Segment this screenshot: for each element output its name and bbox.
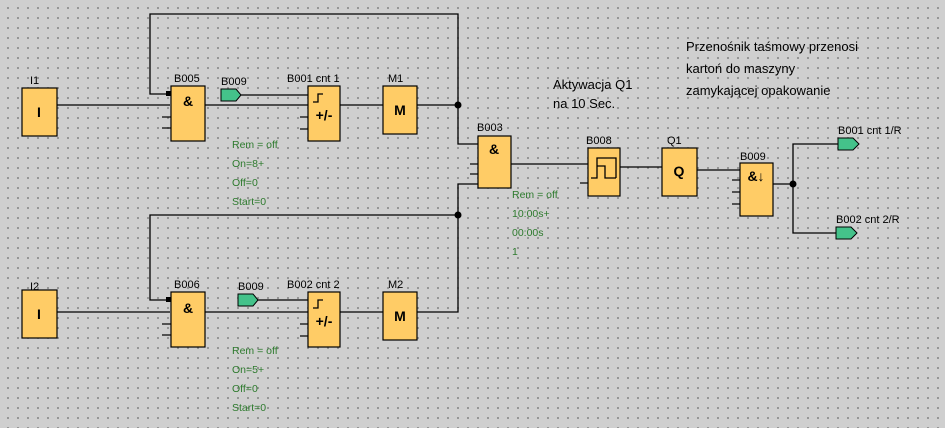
block-label: B002 cnt 2 (287, 279, 340, 291)
block-symbol: & (489, 141, 499, 157)
block-label: B003 (477, 122, 503, 134)
timer-pulse-icon (591, 157, 617, 179)
junction-dot (454, 101, 462, 109)
note-line: Przenośnik taśmowy przenosi (686, 39, 858, 54)
param-off: Off=0 (232, 177, 258, 189)
note-activation: Aktywacja Q1 na 10 Sec. (553, 77, 632, 111)
param-start: Start=0 (232, 196, 266, 208)
pulse-icon (313, 299, 323, 309)
block-q1[interactable]: Q1 Q (661, 135, 698, 197)
block-symbol: +/- (316, 313, 333, 329)
connector-label: B002 cnt 2/R (836, 214, 900, 226)
junction-dot (789, 180, 797, 188)
block-symbol: M (394, 102, 406, 118)
block-label: M1 (388, 73, 403, 85)
connector-label: B009 (238, 281, 264, 293)
junction-dot (166, 297, 171, 302)
junction-dot (166, 91, 171, 96)
params-b001: Rem = off On=8+ Off=0 Start=0 (232, 139, 278, 208)
param-rem: Rem = off (512, 189, 558, 201)
block-label: B005 (174, 73, 200, 85)
note-line: Aktywacja Q1 (553, 77, 632, 92)
param-on: On=5+ (232, 364, 264, 376)
block-symbol: I (37, 104, 41, 120)
block-symbol: & (183, 300, 193, 316)
block-i2[interactable]: I2 I (21, 281, 58, 339)
block-b006[interactable]: B006 & (162, 279, 206, 348)
block-label: B001 cnt 1 (287, 73, 340, 85)
block-label: I2 (30, 281, 39, 293)
block-b003[interactable]: B003 & (470, 122, 512, 189)
junctions (166, 91, 797, 302)
wire-bottom-feedback (149, 214, 458, 301)
block-label: B009 (740, 151, 766, 163)
block-m2[interactable]: M2 M (382, 279, 418, 341)
connector-label: B009 (221, 76, 247, 88)
param-off: Off=0 (232, 383, 258, 395)
block-i1[interactable]: I1 I (21, 75, 58, 137)
block-b002-counter[interactable]: B002 cnt 2 +/- (287, 279, 341, 348)
params-b002: Rem = off On=5+ Off=0 Start=0 (232, 345, 278, 414)
block-b008-timer[interactable]: B008 (580, 135, 621, 197)
wire-m1-b003 (417, 104, 478, 145)
block-label: I1 (30, 75, 39, 87)
wires (57, 13, 838, 313)
block-label: B008 (586, 135, 612, 147)
block-label: Q1 (667, 135, 682, 147)
block-symbol: & (183, 93, 193, 109)
block-m1[interactable]: M1 M (382, 73, 418, 135)
param-on: On=8+ (232, 158, 264, 170)
wire-top-feedback (149, 13, 459, 105)
block-b005[interactable]: B005 & (162, 73, 206, 142)
note-description: Przenośnik taśmowy przenosi kartoń do ma… (686, 39, 858, 98)
note-line: kartoń do maszyny (686, 61, 796, 76)
block-symbol: +/- (316, 107, 333, 123)
connector-b009-top[interactable]: B009 (220, 76, 247, 102)
block-label: M2 (388, 279, 403, 291)
pulse-icon (313, 93, 323, 103)
note-line: zamykającej opakowanie (686, 83, 831, 98)
block-symbol: &↓ (747, 168, 764, 184)
param-start: Start=0 (232, 402, 266, 414)
connector-label: B001 cnt 1/R (838, 125, 902, 137)
param-rem: Rem = off (232, 139, 278, 151)
params-b008: Rem = off 10:00s+ 00:00s 1 (512, 189, 558, 258)
note-line: na 10 Sec. (553, 96, 615, 111)
connector-out-b001-reset[interactable]: B001 cnt 1/R (837, 125, 902, 151)
param-value: 1 (512, 246, 518, 258)
connector-out-b002-reset[interactable]: B002 cnt 2/R (835, 214, 900, 240)
block-b001-counter[interactable]: B001 cnt 1 +/- (287, 73, 341, 142)
block-b009[interactable]: B009 &↓ (732, 151, 774, 217)
junction-dot (454, 211, 462, 219)
wire-b009-outputs (773, 143, 838, 234)
param-on-delay: 10:00s+ (512, 208, 550, 220)
param-rem: Rem = off (232, 345, 278, 357)
block-symbol: M (394, 308, 406, 324)
param-off-delay: 00:00s (512, 227, 544, 239)
connector-b009-bottom[interactable]: B009 (237, 281, 264, 307)
block-label: B006 (174, 279, 200, 291)
block-symbol: I (37, 306, 41, 322)
block-symbol: Q (674, 163, 685, 179)
wire-m2-b003 (417, 183, 478, 313)
